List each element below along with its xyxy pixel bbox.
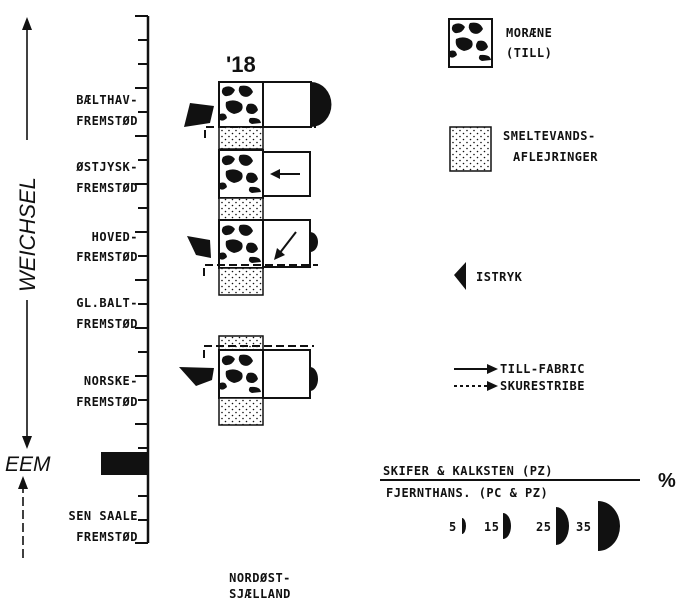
- ratio-unit: %: [658, 470, 676, 492]
- scale-25-mark: [556, 507, 569, 545]
- istryk-arrow-2: [187, 236, 211, 258]
- scale-15: 15: [484, 520, 499, 534]
- fabric-box-4: [263, 350, 318, 398]
- till-fabric-arrow-icon: [487, 364, 498, 374]
- istryk-arrow-3: [179, 367, 214, 386]
- stage-norske-line1: NORSKE-: [84, 374, 138, 388]
- morene-line1: MORÆNE: [506, 26, 552, 40]
- section-column: [219, 82, 263, 425]
- scale-5-mark: [462, 518, 466, 534]
- legend-istryk: ISTRYK: [454, 262, 523, 290]
- istryk-icon: [454, 262, 466, 290]
- stage-hoved-line2: FREMSTØD: [76, 250, 138, 264]
- sen-saale-span: [18, 476, 28, 560]
- ratio-denominator: FJERNTHANS. (PC & PZ): [386, 486, 548, 500]
- legend-arrows: TILL-FABRIC SKURESTRIBE: [454, 362, 585, 393]
- scale-35: 35: [576, 520, 591, 534]
- stage-hoved-line1: HOVED-: [92, 230, 138, 244]
- scale-15-mark: [503, 513, 511, 539]
- stage-sensaale-line2: FREMSTØD: [76, 530, 138, 544]
- stage-baelthav-line2: FREMSTØD: [76, 114, 138, 128]
- skurestribe-arrow-icon: [487, 381, 498, 391]
- fabric-box-3: [263, 220, 318, 267]
- fabric-box-1: [263, 82, 331, 127]
- column-label: '18: [226, 52, 256, 77]
- istryk-arrow-1: [184, 103, 214, 127]
- weichsel-span: WEICHSEL: [15, 17, 40, 449]
- stage-ostjysk-line1: ØSTJYSK-: [75, 160, 138, 174]
- eem-bar: [101, 452, 148, 475]
- ratio-numerator: SKIFER & KALKSTEN (PZ): [383, 464, 553, 478]
- eem-label: EEM: [5, 453, 51, 476]
- scale-25: 25: [536, 520, 551, 534]
- skurestribe-label: SKURESTRIBE: [500, 379, 585, 393]
- stage-glbalt-line1: GL.BALT-: [76, 296, 138, 310]
- scale-35-mark: [598, 501, 620, 551]
- scale-5: 5: [449, 520, 457, 534]
- location-line2: SJÆLLAND: [229, 587, 291, 601]
- location-line1: NORDØST-: [229, 571, 291, 585]
- stage-sensaale-line1: SEN SAALE: [68, 509, 138, 523]
- smeltevand-line1: SMELTEVANDS-: [503, 129, 596, 143]
- stage-ostjysk-line2: FREMSTØD: [76, 181, 138, 195]
- stage-glbalt-line2: FREMSTØD: [76, 317, 138, 331]
- stage-baelthav-line1: BÆLTHAV-: [76, 93, 138, 107]
- legend-smeltevand: SMELTEVANDS- AFLEJRINGER: [450, 127, 598, 171]
- stage-norske-line2: FREMSTØD: [76, 395, 138, 409]
- istryk-arrows: [179, 103, 214, 386]
- smeltevand-line2: AFLEJRINGER: [513, 150, 598, 164]
- legend-scale: 5 15 25 35: [449, 501, 620, 551]
- till-fabric-label: TILL-FABRIC: [500, 362, 585, 376]
- weichsel-label: WEICHSEL: [15, 177, 40, 292]
- fabric-box-2: [263, 152, 310, 196]
- smeltevand-swatch: [450, 127, 491, 171]
- morene-line2: (TILL): [506, 46, 552, 60]
- legend-morene: MORÆNE (TILL): [449, 19, 552, 67]
- istryk-label: ISTRYK: [476, 270, 523, 284]
- legend-ratio: SKIFER & KALKSTEN (PZ) FJERNTHANS. (PC &…: [380, 464, 676, 500]
- stage-labels: BÆLTHAV- FREMSTØD ØSTJYSK- FREMSTØD HOVE…: [68, 93, 138, 544]
